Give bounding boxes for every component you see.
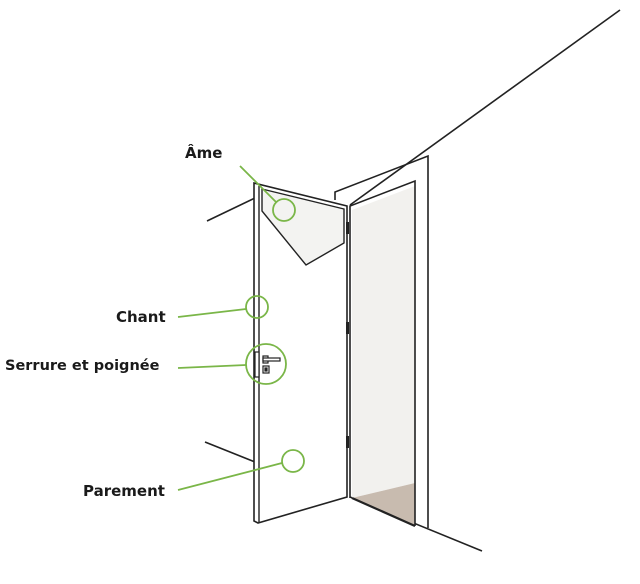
label-ame: Âme: [185, 144, 223, 162]
ame-marker: [272, 198, 296, 222]
handle-icon: [254, 351, 281, 378]
parement-marker: [281, 449, 305, 473]
label-parement: Parement: [83, 482, 165, 500]
label-serrure: Serrure et poignée: [5, 358, 160, 374]
opening-fill: [352, 186, 415, 498]
core-cutaway: [261, 188, 345, 266]
serrure-marker: [245, 343, 287, 385]
door-leaf: [253, 181, 348, 524]
hinges: [346, 222, 349, 448]
wall-line-bottom-left: [204, 441, 256, 463]
chant-marker: [245, 295, 269, 319]
ceiling-line: [349, 9, 621, 206]
wall-line-top-left: [206, 197, 256, 222]
label-chant: Chant: [116, 308, 166, 326]
floor-fill: [352, 483, 415, 525]
door-frame: [334, 154, 429, 528]
